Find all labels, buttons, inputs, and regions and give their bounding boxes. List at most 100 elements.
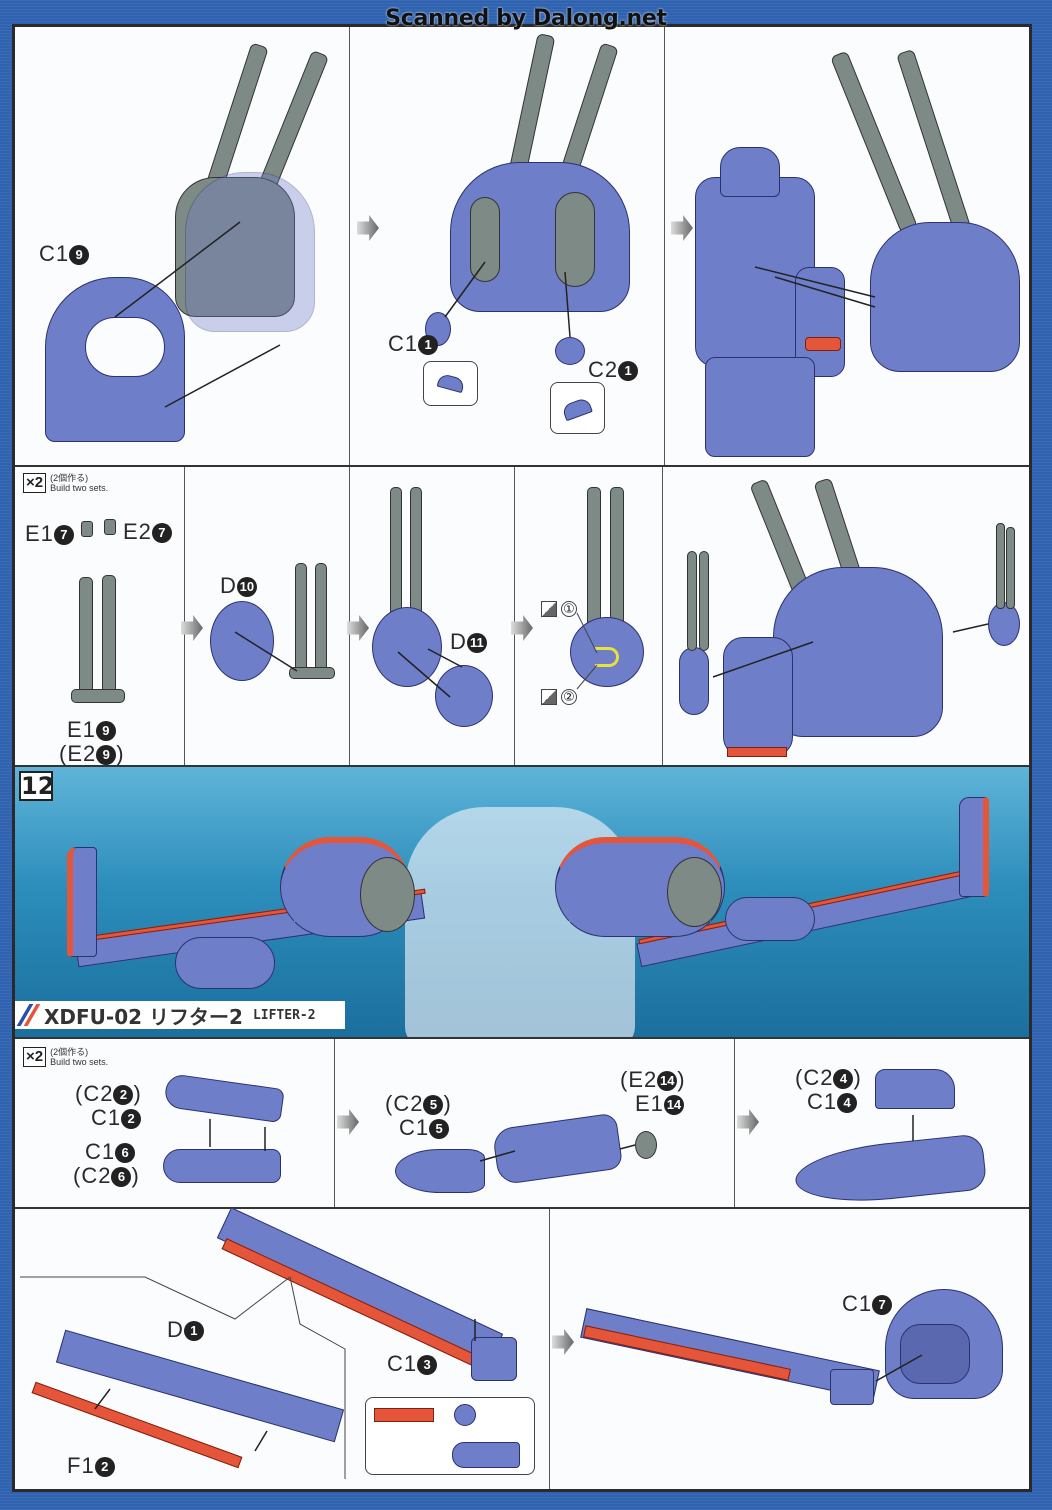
paren: ) <box>677 1067 686 1092</box>
robot-head <box>720 147 780 197</box>
assembly-arrows <box>209 1119 266 1151</box>
detail-wing-edge <box>374 1408 434 1422</box>
detail-callout <box>550 382 605 434</box>
watermark: Scanned by Dalong.net <box>385 6 667 31</box>
housing-opening <box>900 1324 970 1384</box>
part-code: (C2 <box>795 1065 834 1090</box>
multiplier-en: Build two sets. <box>50 483 109 493</box>
part-code: D <box>167 1317 184 1342</box>
assembly-arrows <box>875 1354 923 1382</box>
vent-part-c21 <box>555 337 585 365</box>
multiplier-badge: ×2 <box>23 473 47 493</box>
part-code: (C2 <box>73 1163 112 1188</box>
multiplier-text: (2個作る)Build two sets. <box>50 1047 108 1067</box>
part-code: C1 <box>842 1291 873 1316</box>
pod-lower-half <box>163 1149 281 1183</box>
paren: ) <box>443 1091 452 1116</box>
panel-1-3 <box>665 27 1030 465</box>
part-number: 9 <box>96 745 117 765</box>
shell-opening <box>85 317 165 377</box>
sticker-step-2: ② <box>561 689 577 705</box>
assembly-arrows <box>234 631 298 672</box>
part-code: E2 <box>123 519 152 544</box>
step-12-banner: 12 XDFU-02 リフター2 LIFTER-2 <box>15 767 1029 1039</box>
left-engine-intake <box>360 857 415 932</box>
paren: ) <box>133 1081 142 1106</box>
barrel-base <box>289 667 335 679</box>
part-number: 5 <box>423 1095 444 1115</box>
arm-accent <box>727 747 787 757</box>
part-number: 14 <box>663 1095 684 1115</box>
part-number: 5 <box>429 1119 450 1139</box>
barrel-disc-left <box>679 647 709 715</box>
sticker-step-1: ① <box>561 601 577 617</box>
pod-nose-c15 <box>395 1149 485 1193</box>
right-tail-fin <box>959 797 989 897</box>
barrel-base <box>71 689 125 703</box>
part-code: (E2 <box>59 741 97 766</box>
part-code: C1 <box>399 1115 430 1140</box>
sticker-icon <box>541 689 557 705</box>
assembly-arrows <box>479 1144 636 1162</box>
part-number: 6 <box>115 1143 136 1163</box>
part-code: E1 <box>67 717 96 742</box>
part-number: 2 <box>113 1085 134 1105</box>
panel-2-5 <box>663 467 1030 765</box>
barrel-part <box>1006 527 1015 609</box>
detail-socket <box>452 1442 520 1468</box>
assembly-arrows <box>712 623 989 678</box>
build-two-sets-note: ×2 (2個作る)Build two sets. <box>23 1047 108 1067</box>
part-code: C1 <box>387 1351 418 1376</box>
next-step-arrow <box>552 1329 574 1355</box>
part-code: C1 <box>388 331 419 356</box>
part-number: 2 <box>121 1109 142 1129</box>
shoulder-assembled <box>773 567 943 737</box>
multiplier-badge: ×2 <box>23 1047 47 1067</box>
next-step-arrow <box>671 215 693 241</box>
model-code: XDFU-02 リフター2 <box>44 1004 243 1029</box>
multiplier-jp: (2個作る) <box>50 1047 89 1057</box>
build-two-sets-note: ×2 (2個作る)Build two sets. <box>23 473 108 493</box>
pod-cap-e114 <box>635 1131 657 1159</box>
paren: ) <box>853 1065 862 1090</box>
model-name: LIFTER-2 <box>252 1007 316 1023</box>
right-gun-pod <box>725 897 815 941</box>
disc-cap-d11 <box>435 665 493 727</box>
cap-part-e17 <box>81 521 93 537</box>
next-step-arrow <box>347 615 369 641</box>
left-gun-pod <box>175 937 275 989</box>
next-step-arrow <box>357 215 379 241</box>
part-number: 7 <box>151 523 172 543</box>
assembly-arrows <box>444 261 571 338</box>
barrel-part <box>699 551 709 651</box>
assembly-arrows <box>754 266 876 308</box>
disc-with-sticker <box>570 617 644 687</box>
multiplier-en: Build two sets. <box>50 1057 109 1067</box>
yellow-sticker <box>595 647 619 667</box>
assembly-arrows <box>114 221 281 408</box>
part-code: F1 <box>67 1453 95 1478</box>
next-step-arrow <box>337 1109 359 1135</box>
next-step-arrow <box>737 1109 759 1135</box>
hinge-part-c13 <box>471 1337 517 1381</box>
detail-ball-joint <box>454 1404 476 1426</box>
